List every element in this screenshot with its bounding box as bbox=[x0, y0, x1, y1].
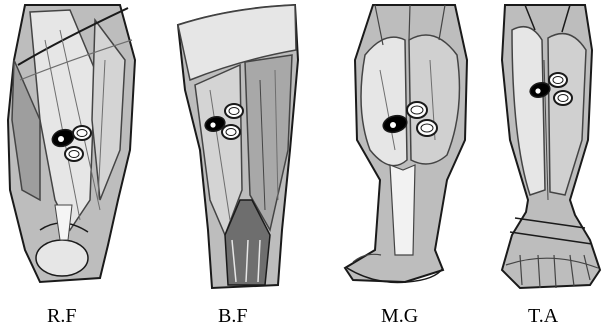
panel-bf: B.F bbox=[170, 0, 310, 333]
calf-back-muscle-illustration bbox=[335, 0, 475, 333]
thigh-back-muscle-illustration bbox=[170, 0, 310, 333]
panel-mg: M.G bbox=[335, 0, 475, 333]
label-bf: B.F bbox=[218, 305, 247, 328]
label-rf: R.F bbox=[47, 305, 76, 328]
thigh-front-muscle-illustration bbox=[0, 0, 150, 333]
panel-ta: T.A bbox=[490, 0, 606, 333]
panel-rf: R.F bbox=[0, 0, 150, 333]
label-mg: M.G bbox=[381, 305, 418, 328]
label-ta: T.A bbox=[528, 305, 558, 328]
shin-front-muscle-illustration bbox=[490, 0, 606, 333]
